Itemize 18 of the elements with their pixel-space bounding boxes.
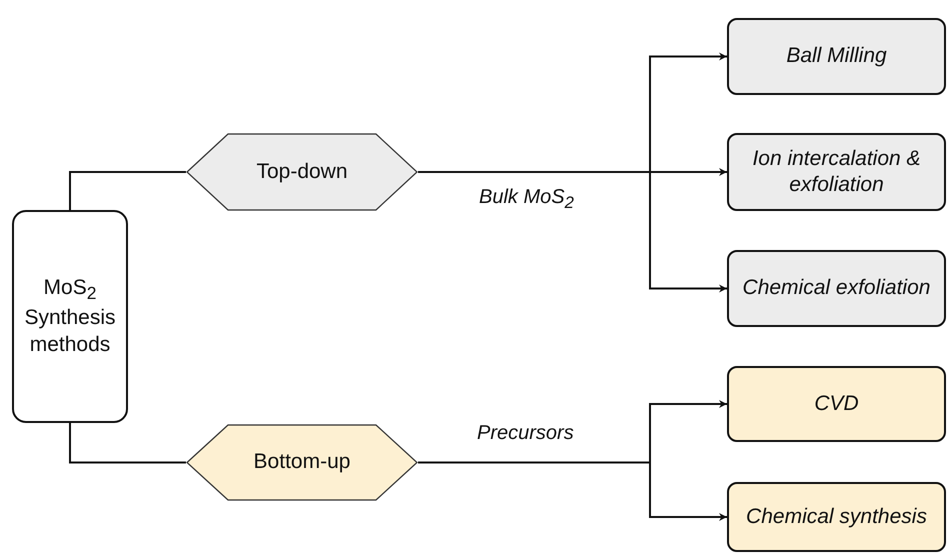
node-label: Ball Milling — [786, 43, 887, 70]
node-label: Ion intercalation & exfoliation — [751, 146, 922, 198]
rounded-box — [12, 210, 128, 423]
connector-arrow — [418, 171, 727, 292]
hexagon-box — [186, 424, 418, 501]
process-box — [727, 133, 946, 211]
node-label: MoS$_{2}$ Synthesis methods — [23, 275, 117, 358]
node-label: Top-down — [256, 158, 348, 185]
node-label: Bottom-up — [254, 449, 350, 476]
node-label: CVD — [814, 390, 859, 417]
process-box — [727, 366, 946, 442]
process-box — [727, 250, 946, 327]
hexagon-box — [186, 133, 418, 211]
node-label: Chemical exfoliation — [742, 275, 930, 302]
node-label: Chemical synthesis — [746, 504, 927, 530]
process-box — [727, 482, 946, 552]
process-box — [727, 18, 946, 95]
connector-arrow — [418, 462, 727, 521]
